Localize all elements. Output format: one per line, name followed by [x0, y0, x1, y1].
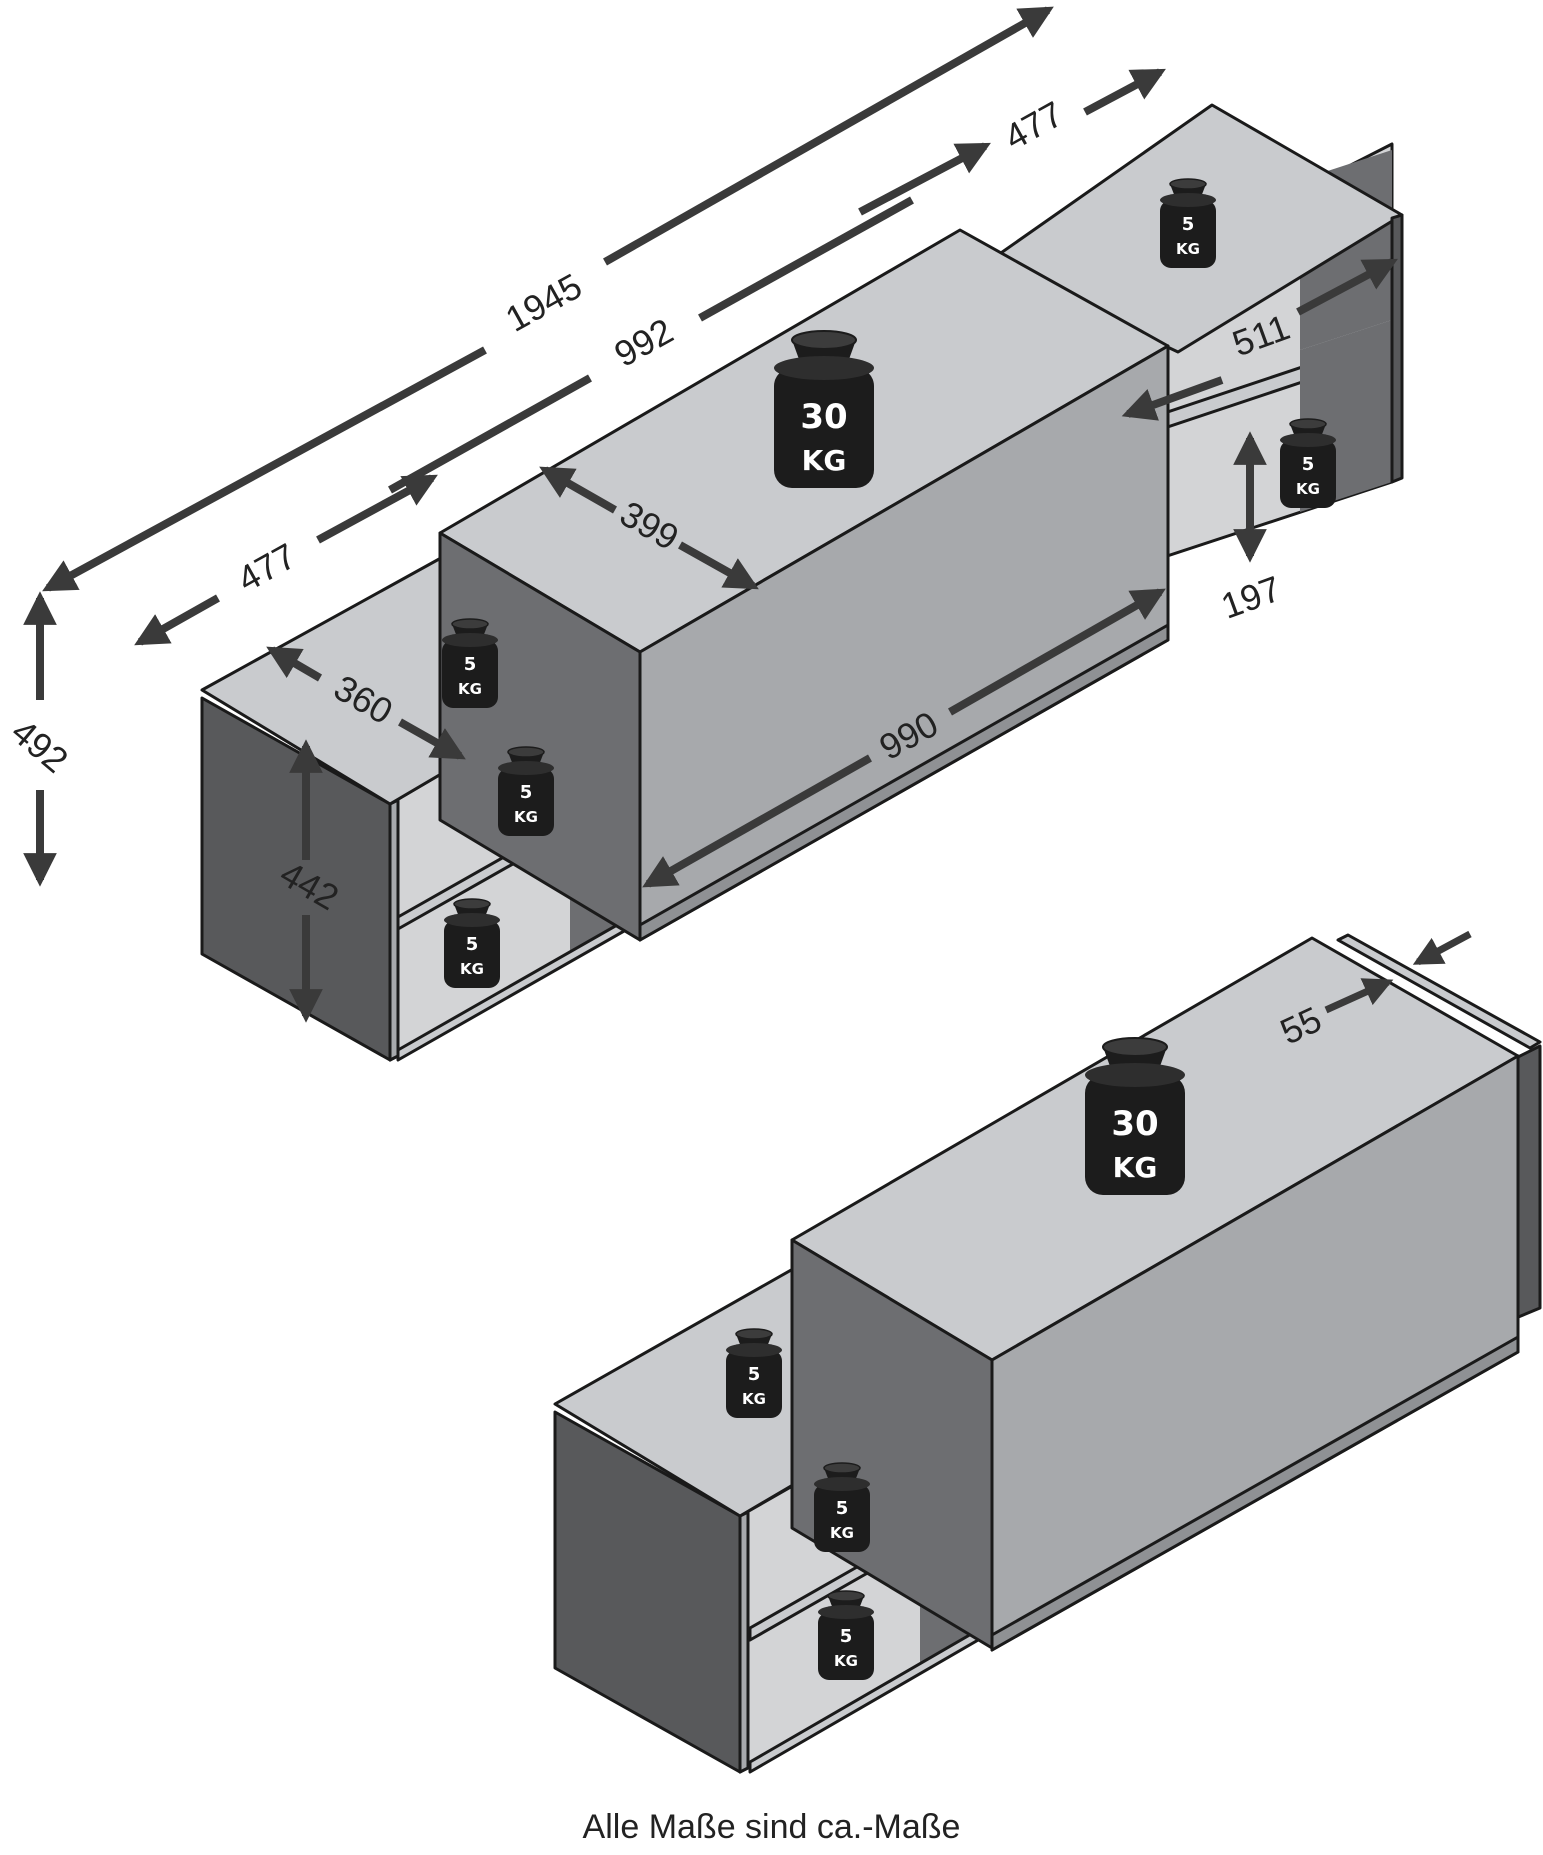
svg-text:KG: KG — [830, 1524, 854, 1542]
svg-text:KG: KG — [1296, 480, 1320, 498]
svg-text:KG: KG — [742, 1390, 766, 1408]
svg-text:30: 30 — [800, 397, 847, 437]
left-box-front-edge — [388, 798, 400, 1062]
svg-text:KG: KG — [1176, 240, 1200, 258]
dim-line-middle-depth-b — [678, 541, 759, 590]
dim-middle-width: 992 — [607, 310, 679, 375]
weight-5kg-lower-shelf-1: 5 KG — [813, 1462, 871, 1553]
dim-shelf-height: 197 — [1216, 568, 1286, 627]
svg-text:KG: KG — [458, 680, 482, 698]
dim-line-shelf-depth-a — [1121, 376, 1224, 421]
weight-5kg-left-top: 5 KG — [441, 618, 499, 709]
weight-5kg-lower-shelf-2: 5 KG — [817, 1590, 875, 1681]
svg-text:5: 5 — [466, 934, 479, 955]
dim-side-width-right: 477 — [997, 93, 1069, 158]
dim-line-middle-width-b — [698, 196, 914, 322]
upper-tv-unit — [200, 103, 1404, 1062]
lower-right-box-side — [1514, 1044, 1542, 1320]
dim-line-side-depth-a — [266, 646, 323, 682]
svg-text:5: 5 — [840, 1626, 853, 1647]
dim-line-middle-front-a — [642, 754, 872, 888]
dim-side-width-left: 477 — [230, 535, 302, 600]
lower-tv-unit — [553, 933, 1542, 1774]
weight-5kg-left-shelf-1: 5 KG — [497, 746, 555, 837]
weight-5kg-lower-top: 5 KG — [725, 1328, 783, 1419]
svg-text:5: 5 — [1302, 454, 1315, 475]
middle-box-bottom-edge — [638, 623, 1170, 942]
dim-line-left-width-b — [316, 474, 438, 544]
weight-5kg-right-shelf: 5 KG — [1279, 418, 1337, 509]
svg-text:30: 30 — [1111, 1104, 1158, 1144]
svg-text:5: 5 — [836, 1498, 849, 1519]
weight-5kg-right-top: 5 KG — [1159, 178, 1217, 269]
dim-line-middle-depth-a — [539, 466, 617, 514]
svg-text:KG: KG — [1113, 1151, 1158, 1184]
dim-line-shelf-depth-b — [1296, 258, 1398, 316]
dim-height: 492 — [4, 711, 76, 781]
lower-left-box-front-edge — [738, 1510, 750, 1774]
dim-line-overhang-b — [1412, 930, 1472, 966]
dim-line-total-width-b — [603, 6, 1054, 266]
svg-text:KG: KG — [514, 808, 538, 826]
dimension-lines — [23, 6, 1398, 1023]
dim-line-right-width-b — [1083, 68, 1166, 116]
svg-text:KG: KG — [460, 960, 484, 978]
weight-30kg-upper: 30 KG — [773, 330, 875, 489]
dim-line-total-width-a — [42, 346, 487, 592]
svg-text:5: 5 — [464, 654, 477, 675]
weight-5kg-left-shelf-2: 5 KG — [443, 898, 501, 989]
weight-30kg-lower: 30 KG — [1084, 1037, 1186, 1196]
svg-text:5: 5 — [748, 1364, 761, 1385]
dim-line-side-depth-b — [398, 718, 466, 760]
svg-text:5: 5 — [1182, 214, 1195, 235]
dim-line-middle-front-b — [948, 588, 1166, 716]
dim-line-middle-width-a — [388, 374, 592, 494]
svg-text:5: 5 — [520, 782, 533, 803]
svg-text:KG: KG — [834, 1652, 858, 1670]
caption: Alle Maße sind ca.-Maße — [582, 1808, 961, 1846]
svg-text:KG: KG — [802, 444, 847, 477]
dim-total-width: 1945 — [499, 265, 589, 340]
lower-right-box-top-edge — [1336, 933, 1542, 1050]
lower-middle-box-bottom-edge — [990, 1335, 1520, 1652]
dim-line-overhang-a — [1324, 978, 1394, 1014]
right-box-side — [1390, 213, 1404, 484]
dim-line-left-width-a — [134, 594, 220, 646]
dim-line-right-width-a — [858, 142, 991, 216]
